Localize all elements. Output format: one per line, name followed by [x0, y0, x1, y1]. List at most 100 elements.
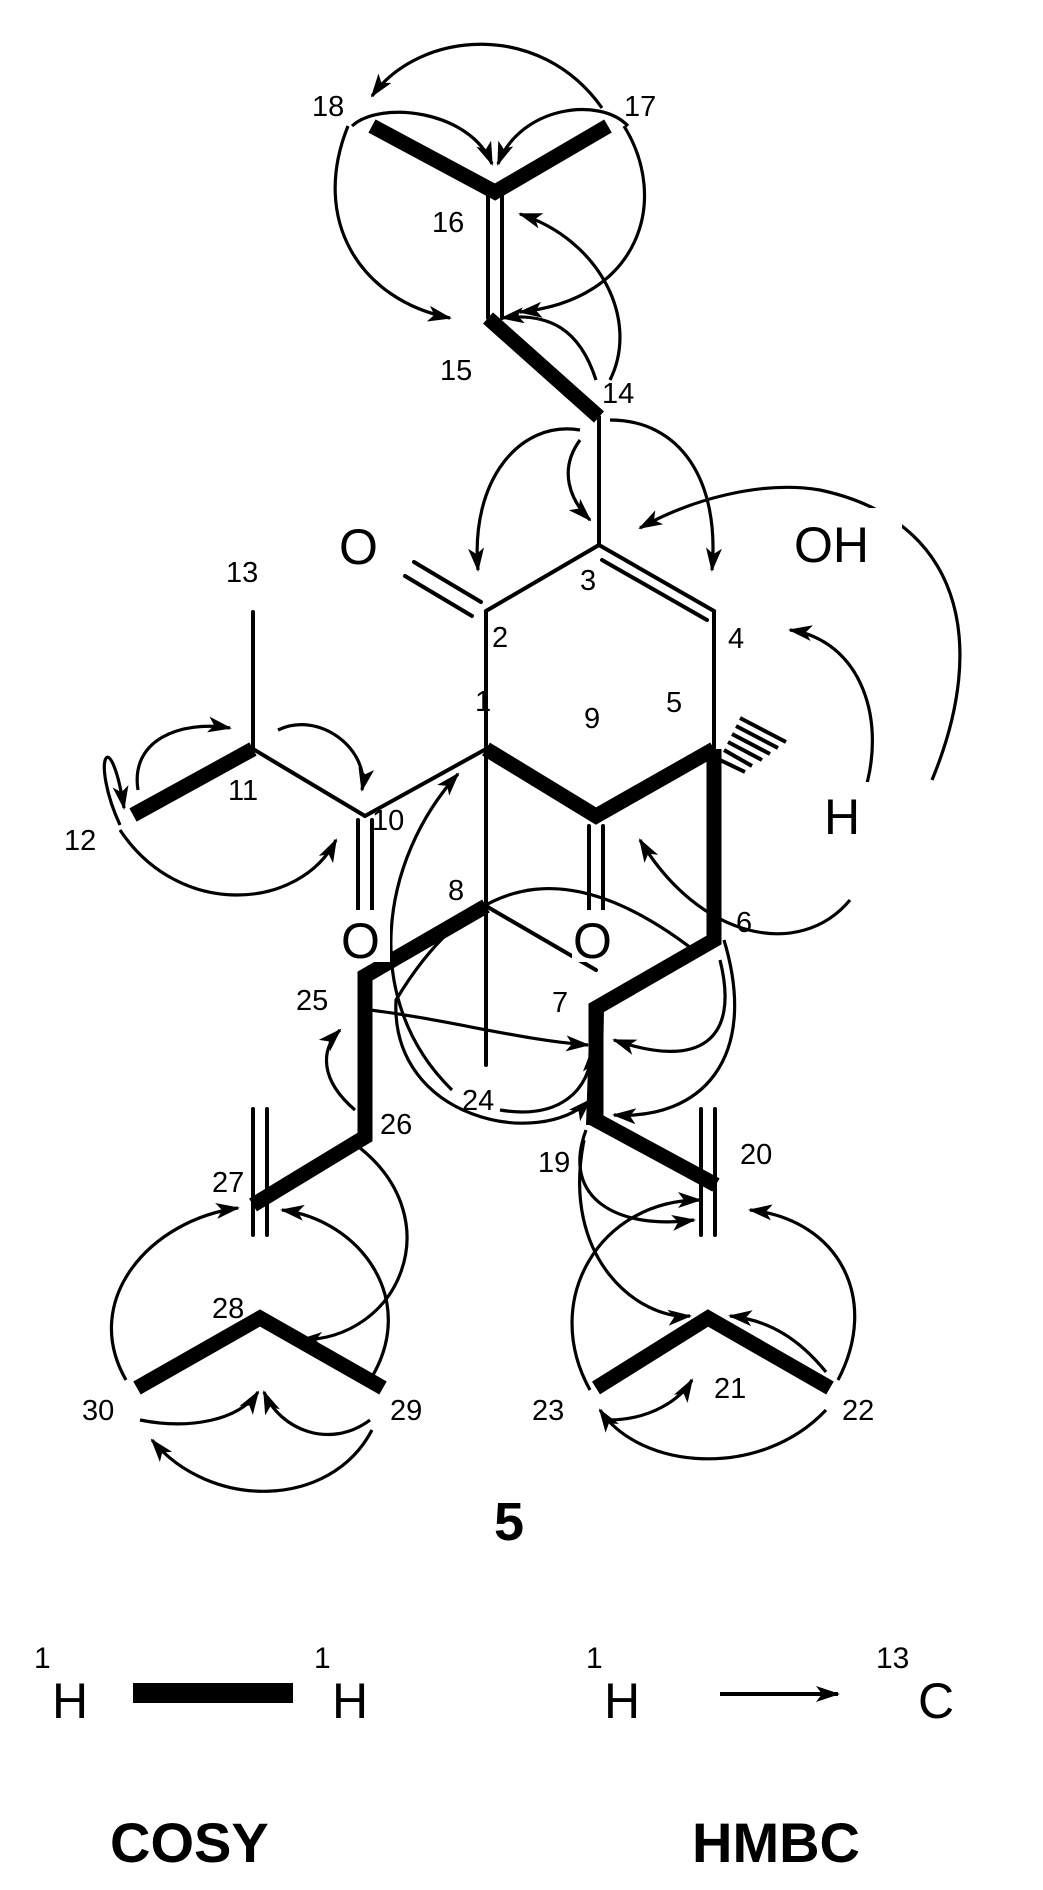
cosy-bond-1-9-5 — [482, 742, 718, 825]
hmbc-arrow — [612, 939, 737, 1125]
atom-number-2: 2 — [492, 622, 508, 654]
hmbc-arrow — [518, 125, 647, 318]
atom-numbers: 1 2 3 4 5 6 7 8 9 10 11 12 13 14 15 16 1… — [64, 91, 874, 1427]
hmbc-element-left: H — [604, 1673, 640, 1729]
cosy-element-right: H — [332, 1673, 368, 1729]
atom-number-3: 3 — [580, 565, 596, 597]
hmbc-arrow — [500, 307, 598, 381]
bond-2-o-double — [403, 560, 483, 618]
oxygen-ketone: O — [339, 519, 378, 575]
hmbc-correlations — [102, 42, 962, 1493]
hmbc-arrow — [109, 1203, 240, 1381]
hmbc-arrow — [394, 887, 701, 1125]
hmbc-element-right: C — [918, 1673, 954, 1729]
hmbc-arrow — [499, 1048, 599, 1114]
hmbc-arrow — [728, 1310, 828, 1374]
hmbc-arrow — [578, 1139, 692, 1326]
molecule-skeleton — [129, 119, 834, 1395]
cosy-bond-29-28-30 — [133, 1309, 387, 1395]
hmbc-arrow — [566, 439, 592, 522]
atom-number-22: 22 — [842, 1395, 874, 1427]
hash-bond-5-h — [719, 716, 787, 774]
hmbc-arrow — [139, 1390, 260, 1426]
atom-number-8: 8 — [448, 875, 464, 907]
hmbc-arrow — [298, 1146, 409, 1348]
cosy-mass-left: 1 — [34, 1642, 51, 1675]
hmbc-arrow — [612, 959, 727, 1055]
hmbc-arrow — [607, 1378, 694, 1422]
cosy-bond-17-16-18 — [368, 119, 612, 201]
hmbc-mass-right: 13 — [876, 1642, 909, 1675]
legend-cosy: 1 H 1 H COSY — [34, 1642, 368, 1874]
atom-number-7: 7 — [552, 987, 568, 1019]
atom-number-26: 26 — [380, 1109, 412, 1141]
hydroxyl-group: OH — [794, 517, 869, 573]
hmbc-arrow — [638, 485, 962, 781]
hmbc-arrow — [468, 427, 581, 572]
cosy-bond-8-25-26-27 — [249, 899, 490, 1212]
bond-3-4-double — [597, 543, 716, 622]
hmbc-arrow — [598, 1408, 828, 1461]
hmbc-arrow — [788, 625, 875, 801]
hmbc-title: HMBC — [692, 1811, 860, 1874]
oxygen-acyl: O — [341, 913, 380, 969]
hmbc-arrow — [150, 1429, 374, 1493]
atom-symbols: O OH H O O — [336, 508, 902, 969]
cosy-bond-23-21-22 — [592, 1309, 834, 1395]
bond-15-16-double — [486, 190, 504, 320]
atom-number-10: 10 — [372, 805, 404, 837]
hmbc-arrow — [496, 107, 630, 166]
bond-10-11 — [251, 747, 367, 818]
cosy-mass-right: 1 — [314, 1642, 331, 1675]
cosy-title: COSY — [110, 1811, 269, 1874]
hmbc-arrow — [638, 838, 852, 936]
atom-number-30: 30 — [82, 1395, 114, 1427]
atom-number-5: 5 — [666, 687, 682, 719]
hmbc-arrow — [277, 723, 375, 792]
cosy-bond-15-14 — [483, 312, 604, 423]
atom-number-29: 29 — [390, 1395, 422, 1427]
atom-number-17: 17 — [624, 91, 656, 123]
atom-number-12: 12 — [64, 825, 96, 857]
atom-number-14: 14 — [602, 378, 634, 410]
legend-hmbc: 1 H 13 C HMBC — [586, 1642, 954, 1874]
hmbc-arrow — [370, 42, 604, 109]
hydrogen-atom: H — [824, 789, 860, 845]
cosy-bond-12-11 — [129, 742, 257, 822]
hmbc-arrow — [389, 772, 460, 1092]
atom-number-6: 6 — [736, 907, 752, 939]
atom-number-4: 4 — [728, 623, 744, 655]
atom-number-15: 15 — [440, 355, 472, 387]
compound-label: 5 — [494, 1492, 524, 1552]
bond-10-o-double — [356, 818, 374, 914]
bond-27-28-double — [251, 1107, 269, 1237]
hmbc-arrow — [118, 829, 338, 897]
hmbc-arrow — [318, 1028, 357, 1112]
hmbc-arrow — [369, 1008, 590, 1052]
hmbc-arrow — [350, 110, 494, 166]
bond-2-3 — [484, 543, 601, 613]
atom-number-23: 23 — [532, 1395, 564, 1427]
atom-number-20: 20 — [740, 1139, 772, 1171]
atom-number-21: 21 — [714, 1373, 746, 1405]
oxygen-bridge: O — [573, 913, 612, 969]
atom-number-19: 19 — [538, 1147, 570, 1179]
atom-number-27: 27 — [212, 1167, 244, 1199]
cosy-element-left: H — [52, 1673, 88, 1729]
hmbc-arrow — [333, 125, 452, 322]
atom-number-25: 25 — [296, 985, 328, 1017]
atom-number-11: 11 — [228, 775, 258, 807]
bond-1-10 — [363, 747, 488, 818]
hmbc-arrow — [609, 418, 722, 572]
hmbc-arrow — [135, 716, 232, 791]
hmbc-arrow — [570, 1192, 702, 1391]
hmbc-arrow — [280, 1204, 390, 1381]
atom-number-9: 9 — [584, 703, 600, 735]
hmbc-arrow — [518, 212, 622, 381]
hmbc-arrow — [102, 755, 129, 826]
atom-number-13: 13 — [226, 557, 258, 589]
hmbc-arrow — [262, 1390, 371, 1437]
atom-number-1: 1 — [475, 686, 491, 718]
hmbc-mass-left: 1 — [586, 1642, 603, 1675]
